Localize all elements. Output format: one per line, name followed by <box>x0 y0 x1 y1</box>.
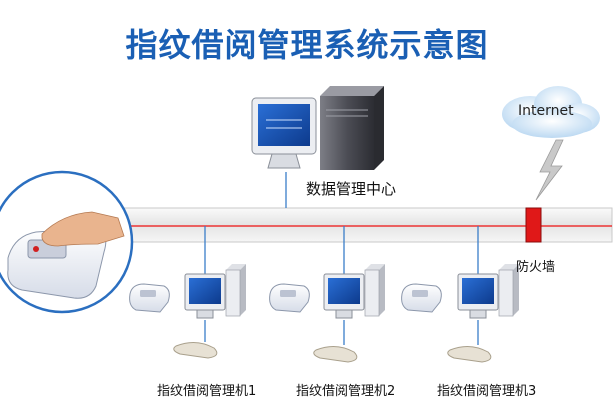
diagram-title: 指纹借阅管理系统示意图 <box>125 26 489 64</box>
workstation-2 <box>269 264 385 363</box>
data-center-computer-icon <box>251 97 317 169</box>
lightning-bolt-icon <box>535 139 564 201</box>
firewall-label: 防火墙 <box>516 260 556 275</box>
station-1-label: 指纹借阅管理机1 <box>157 384 257 399</box>
workstation-1 <box>129 264 246 359</box>
fingerprint-scanner-large-icon <box>0 170 134 314</box>
workstation-3 <box>401 264 519 363</box>
data-center-label: 数据管理中心 <box>306 180 397 198</box>
firewall-icon <box>525 207 542 243</box>
station-2-label: 指纹借阅管理机2 <box>296 384 396 399</box>
connector-lines <box>204 172 479 345</box>
station-3-label: 指纹借阅管理机3 <box>437 384 537 399</box>
internet-label: Internet <box>518 103 574 119</box>
server-tower-icon <box>320 86 384 170</box>
internet-cloud-icon <box>502 86 600 138</box>
